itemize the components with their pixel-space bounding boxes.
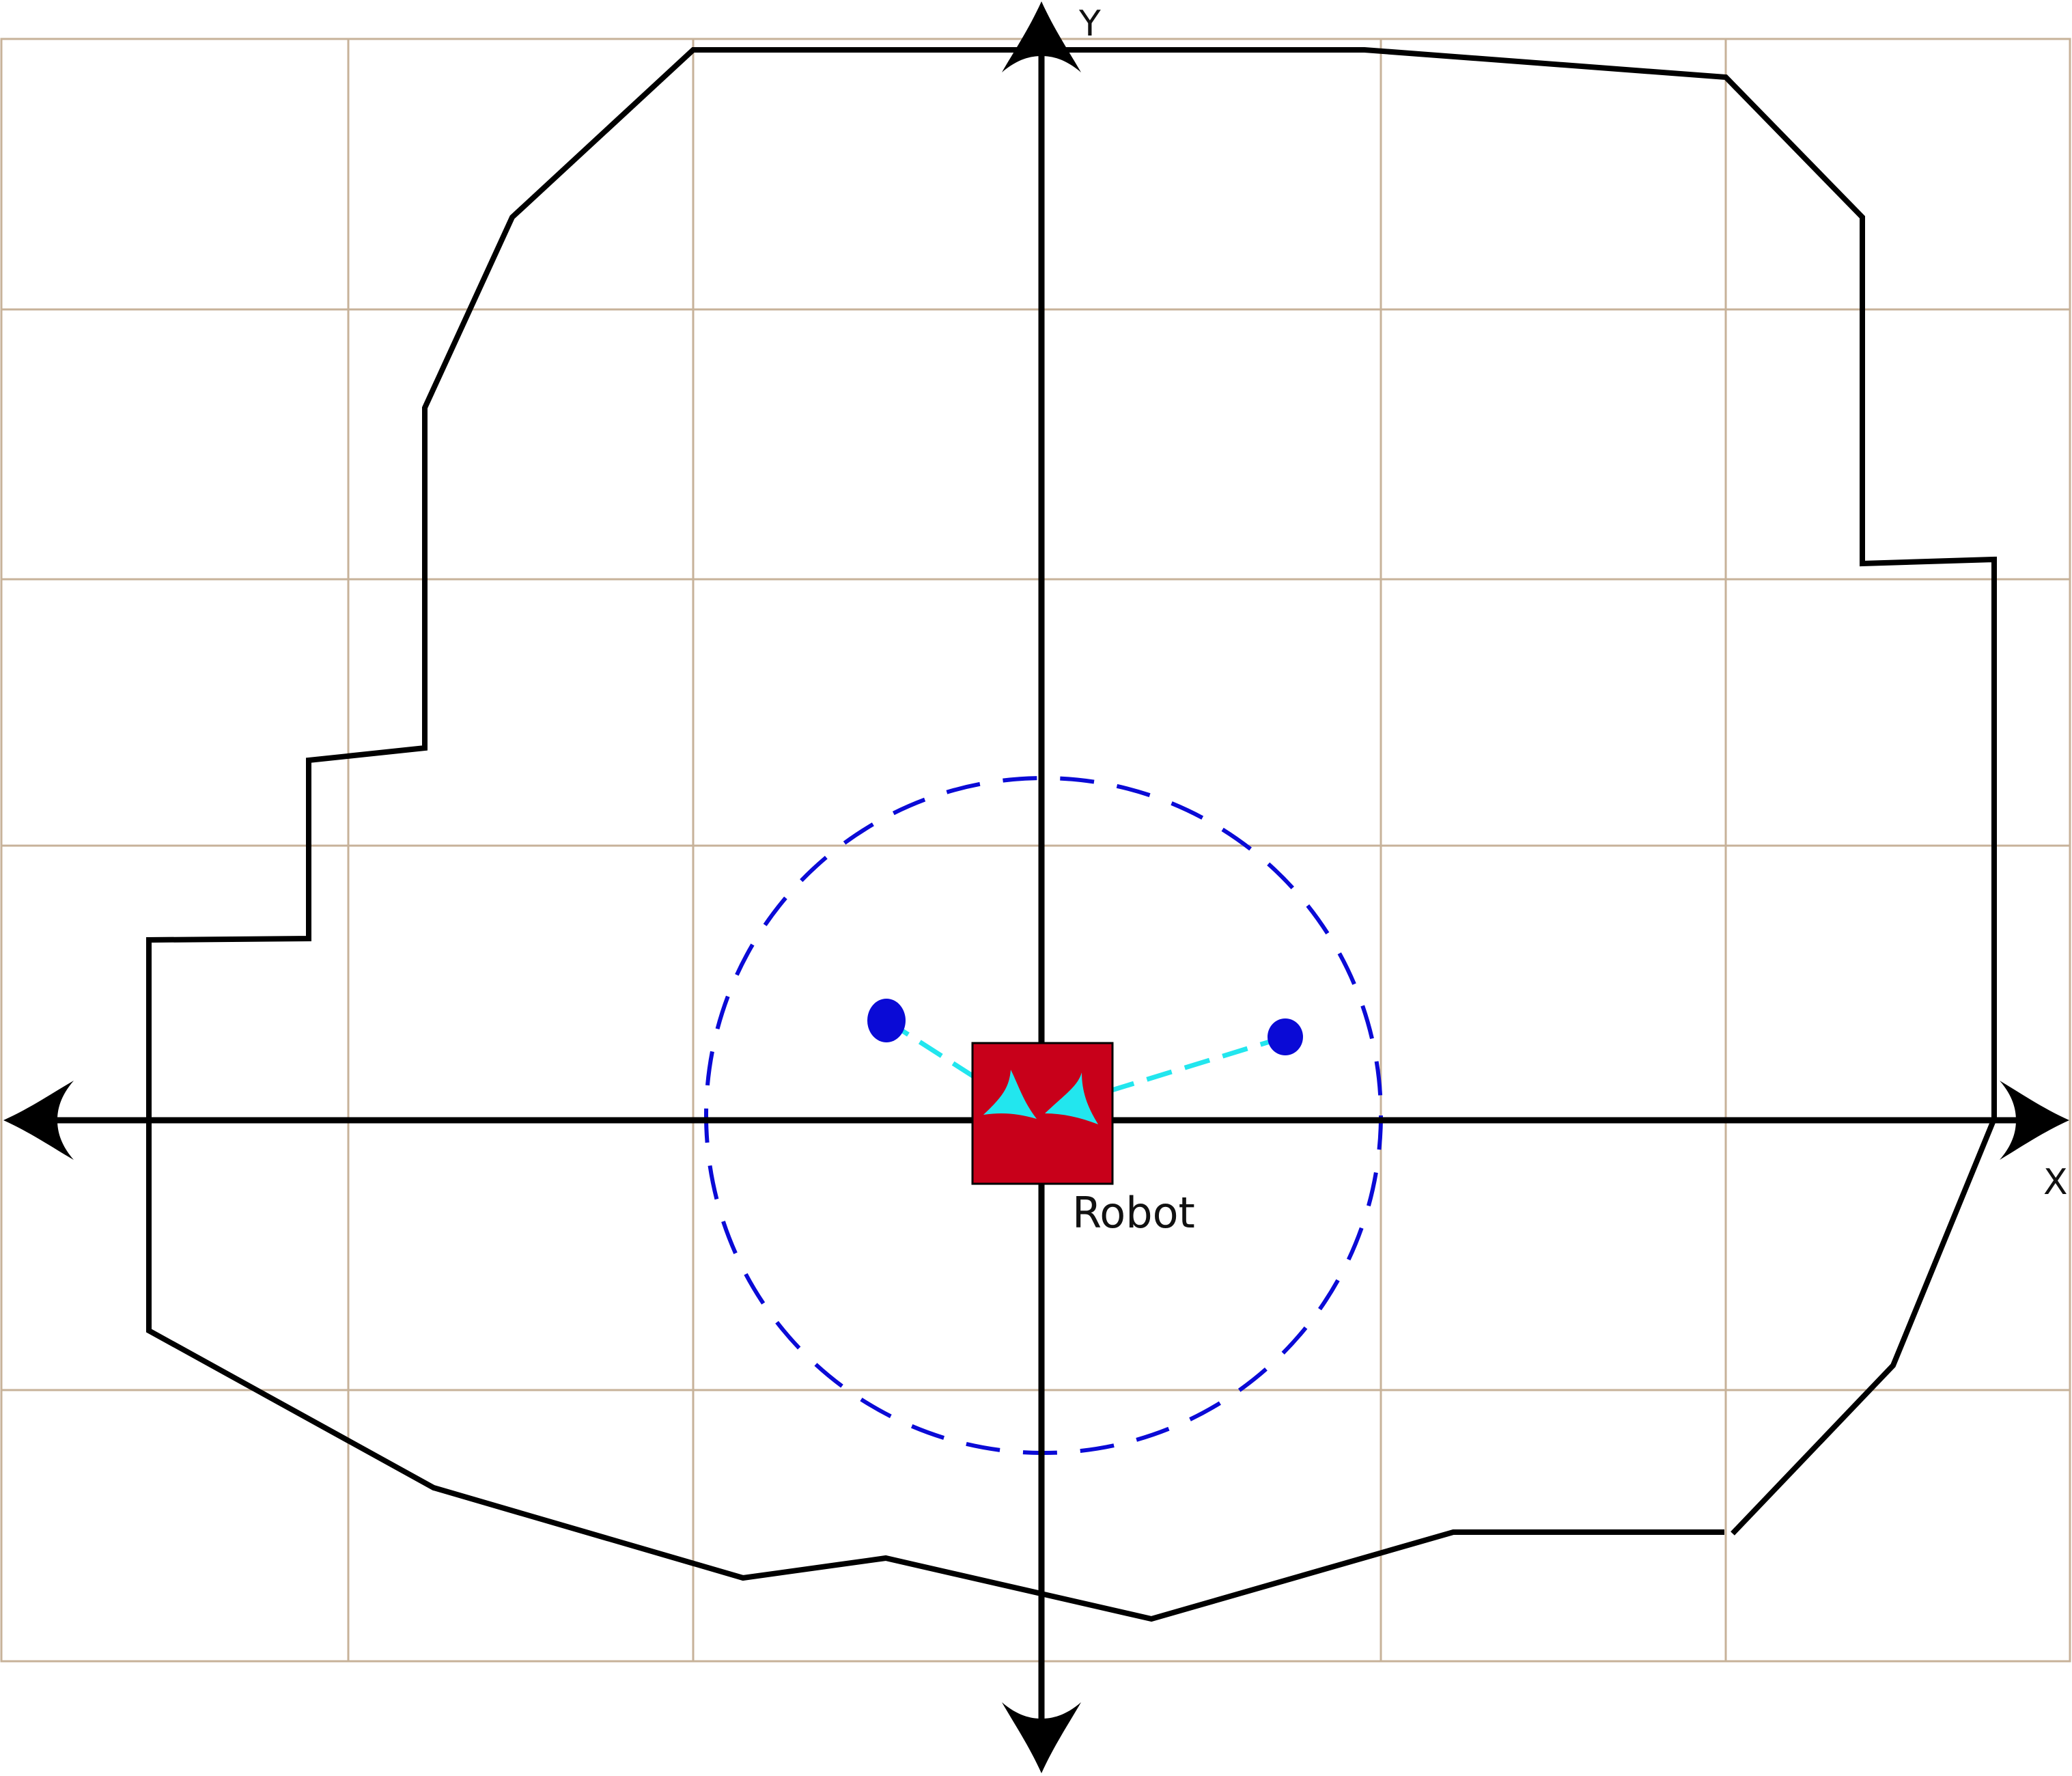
sensor-marker-right (1045, 1072, 1098, 1124)
y-axis-label: Y (1078, 3, 1101, 44)
landmark-right (1268, 1018, 1303, 1055)
boundary-wall (146, 47, 1997, 1622)
landmark-left (867, 999, 906, 1042)
sensor-ray-right (1110, 1034, 1287, 1093)
y-axis-negative-arrowhead (1002, 1702, 1081, 1773)
y-axis-positive-arrowhead (1002, 1, 1081, 72)
x-axis-positive-arrowhead (2000, 1081, 2069, 1160)
landmarks (867, 999, 1303, 1055)
x-axis-negative-arrowhead (3, 1081, 74, 1160)
environment-boundary (146, 47, 1997, 1622)
robot-label: Robot (1072, 1188, 1195, 1238)
x-axis-label: X (2043, 1162, 2068, 1203)
robot: Robot (971, 1042, 1195, 1238)
sensor-marker-left (983, 1070, 1037, 1119)
